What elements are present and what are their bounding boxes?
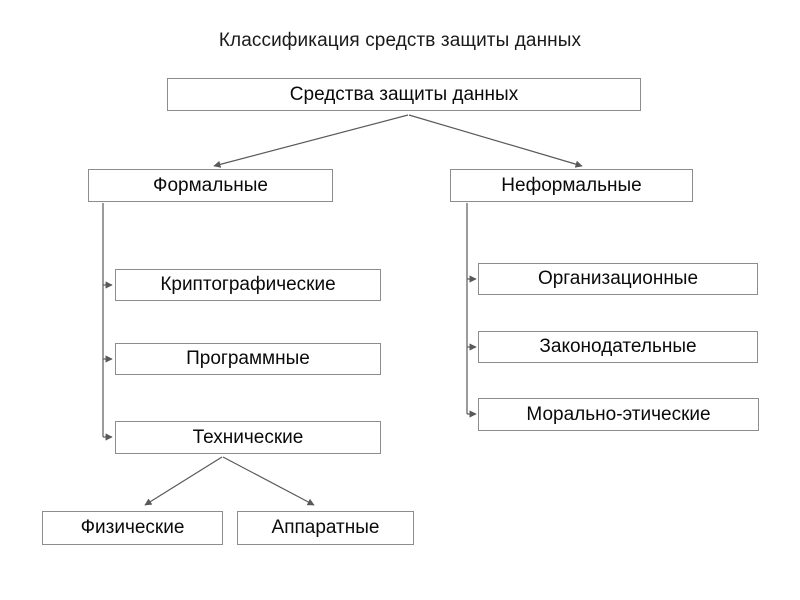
edge-root-to-formal (213, 114, 409, 168)
page-title: Классификация средств защиты данных (218, 30, 582, 51)
edge-root-to-informal (408, 114, 583, 168)
node-legislative[interactable]: Законодательные (478, 331, 758, 363)
node-root-data-protection-means[interactable]: Средства защиты данных (167, 78, 641, 111)
node-software[interactable]: Программные (115, 343, 381, 375)
node-moral-ethical[interactable]: Морально-этические (478, 398, 759, 431)
node-informal[interactable]: Неформальные (450, 169, 693, 202)
node-cryptographic[interactable]: Криптографические (115, 269, 381, 301)
edge-technical-to-physical (144, 456, 223, 506)
node-organizational[interactable]: Организационные (478, 263, 758, 295)
edge-technical-to-hardware (222, 456, 315, 506)
node-physical[interactable]: Физические (42, 511, 223, 545)
node-technical[interactable]: Технические (115, 421, 381, 454)
node-hardware[interactable]: Аппаратные (237, 511, 414, 545)
node-formal[interactable]: Формальные (88, 169, 333, 202)
